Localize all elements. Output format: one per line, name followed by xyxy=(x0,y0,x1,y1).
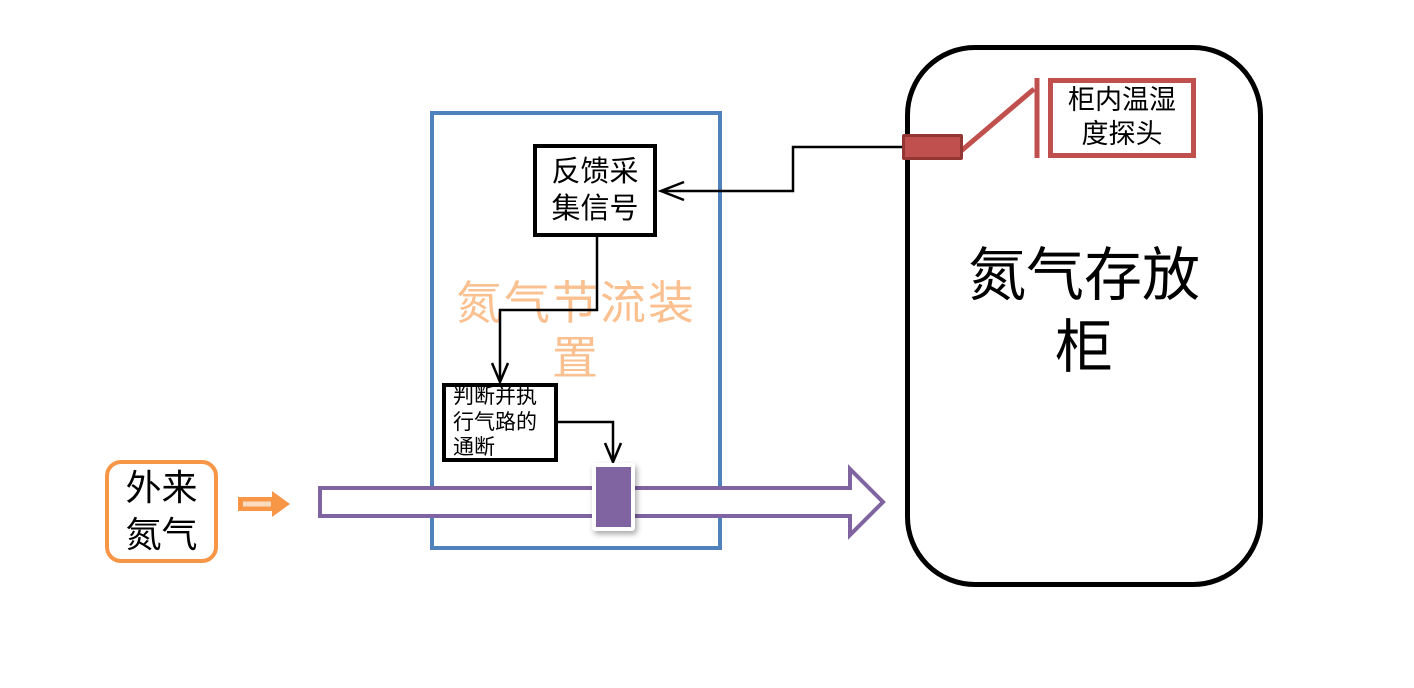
source-flow-arrow xyxy=(238,491,290,517)
judge-execute-box: 判断并执 行气路的 通断 xyxy=(442,383,558,462)
throttle-device-box xyxy=(430,111,722,550)
temp-humidity-probe xyxy=(902,134,963,160)
probe-callout-box: 柜内温湿 度探头 xyxy=(1048,78,1196,158)
valve xyxy=(592,463,635,531)
external-nitrogen-box: 外来 氮气 xyxy=(105,460,218,563)
feedback-signal-box: 反馈采 集信号 xyxy=(533,144,657,237)
cabinet-title: 氮气存放 柜 xyxy=(967,243,1200,380)
throttle-device-title: 氮气节流装 置 xyxy=(456,278,696,385)
